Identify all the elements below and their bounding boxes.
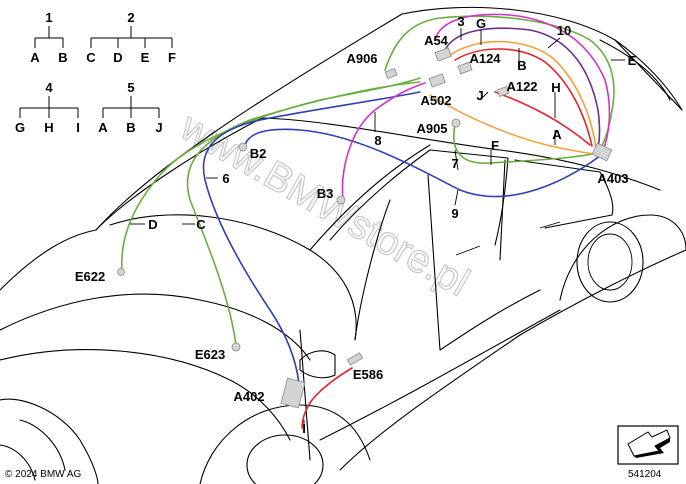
lamp-icon (346, 352, 364, 366)
legend-parent: 5 (127, 80, 134, 95)
legend-child: B (126, 120, 135, 135)
legend-group-4: 4 G H I (15, 80, 80, 135)
wire-label: G (476, 16, 486, 31)
legend-parent: 1 (45, 10, 52, 25)
legend-parent: 4 (45, 80, 53, 95)
wire-label: J (476, 88, 483, 103)
green-wire (384, 15, 615, 151)
wire-label: 8 (374, 133, 381, 148)
magenta-wire (434, 13, 611, 149)
red-wire (301, 367, 353, 429)
red-wire (454, 48, 593, 147)
legend-group-2: 2 C D E F (86, 10, 176, 65)
wire-label: 10 (557, 23, 571, 38)
label-b3: B3 (317, 186, 334, 201)
wire-label: 3 (457, 14, 464, 29)
label-b2: B2 (250, 146, 267, 161)
orange-wire (429, 94, 599, 155)
connector-icon (434, 47, 452, 62)
sensor-icon (451, 118, 461, 128)
wire-label: 7 (451, 156, 458, 171)
wire-label: F (491, 138, 499, 153)
blue-wire (202, 91, 421, 401)
orange-wire (449, 40, 597, 149)
arrow-icon (617, 425, 679, 465)
label-a906: A906 (346, 51, 377, 66)
copyright: © 2024 BMW AG (5, 469, 82, 480)
car-body (0, 6, 686, 484)
connector-icon (428, 73, 446, 88)
control-unit-icon (591, 142, 613, 162)
blue-wire (244, 128, 606, 198)
red-wire (494, 91, 591, 146)
purple-wire (444, 27, 601, 149)
diagram-number: 541204 (628, 469, 662, 480)
label-a905: A905 (416, 121, 447, 136)
connector-icon (457, 61, 473, 75)
green-wire (186, 81, 421, 346)
wire-label: C (196, 217, 206, 232)
label-a403: A403 (597, 171, 628, 186)
label-e623: E623 (195, 347, 225, 362)
sensor-icon (336, 195, 346, 205)
label-e622: E622 (75, 269, 105, 284)
wire-label: 6 (222, 171, 229, 186)
legend-child: B (58, 50, 67, 65)
label-a502: A502 (420, 93, 451, 108)
label-a54: A54 (424, 33, 449, 48)
control-unit-icon (280, 377, 306, 409)
wiring-harness (120, 13, 615, 429)
wire-labels: 3 G 10 E B J H 8 A 7 F 6 9 D C I (148, 14, 636, 436)
component-symbols (117, 47, 613, 409)
legend-child: D (113, 50, 122, 65)
legend-child: J (155, 120, 162, 135)
wire-label: E (628, 53, 637, 68)
legend-child: F (168, 50, 176, 65)
legend-child: G (15, 120, 25, 135)
connector-icon (496, 85, 510, 97)
legend-child: A (30, 50, 40, 65)
wire-label: B (517, 58, 526, 73)
wire-label: D (148, 217, 157, 232)
legend-child: I (76, 120, 80, 135)
label-e586: E586 (353, 367, 383, 382)
leader-lines (130, 28, 625, 428)
connector-icon (384, 67, 398, 79)
component-labels: A54 A124 A906 A502 A122 A905 A403 B2 B3 … (75, 33, 629, 404)
legend-child: A (98, 120, 108, 135)
legend-child: C (86, 50, 96, 65)
label-a402: A402 (233, 389, 264, 404)
wire-label: H (551, 80, 560, 95)
label-a122: A122 (506, 79, 537, 94)
nozzle-icon (117, 268, 125, 276)
green-wire (453, 124, 601, 164)
magenta-wire (341, 82, 426, 201)
wire-label: 9 (451, 206, 458, 221)
legend: 1 A B 2 C D E F 4 G H I 5 A B J (15, 10, 176, 135)
legend-child: E (141, 50, 150, 65)
wire-label: I (302, 421, 306, 436)
label-a124: A124 (469, 51, 501, 66)
legend-group-5: 5 A B J (98, 80, 162, 135)
wire-label: A (552, 127, 562, 142)
sensor-icon (238, 142, 248, 152)
legend-group-1: 1 A B (30, 10, 67, 65)
legend-parent: 2 (127, 10, 134, 25)
legend-child: H (44, 120, 53, 135)
nozzle-icon (231, 342, 241, 352)
